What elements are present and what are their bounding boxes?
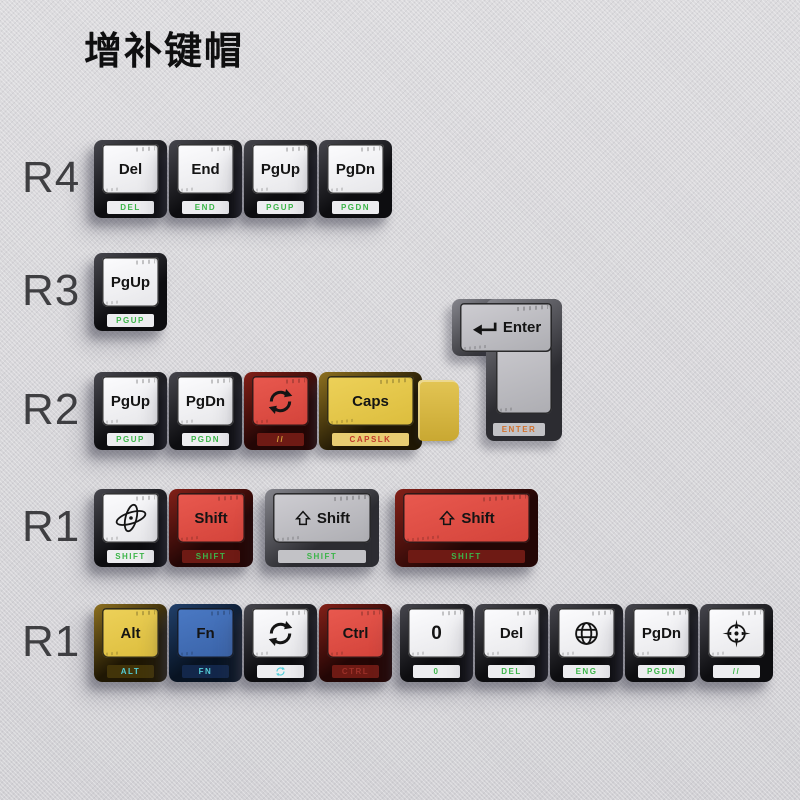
key-front-legend: CAPSLK <box>332 433 409 446</box>
key-front-legend: PGDN <box>332 201 379 214</box>
key-front-legend: CTRL <box>332 665 379 678</box>
key-legend: Shift <box>194 509 228 527</box>
key-front-legend: SHIFT <box>408 550 525 563</box>
key-front-legend: // <box>713 665 760 678</box>
shift-up-icon <box>438 509 456 527</box>
key-front-legend: SHIFT <box>107 550 154 563</box>
key-front-legend: ENTER <box>493 423 545 436</box>
row-label: R2 : <box>22 385 107 434</box>
key-legend: 0 <box>431 622 442 644</box>
key-legend: Shift <box>316 509 351 527</box>
key-front-legend: ALT <box>107 665 154 678</box>
gyro-icon <box>113 502 149 534</box>
key-legend: PgUp <box>260 160 301 178</box>
sync-icon <box>267 620 294 647</box>
row-label: R3 : <box>22 266 107 315</box>
key-legend: Alt <box>120 624 141 642</box>
key-front-legend: SHIFT <box>278 550 366 563</box>
sync-icon <box>267 388 294 415</box>
row-label: R1 : <box>22 502 107 551</box>
key-front-legend: PGUP <box>107 433 154 446</box>
key-front-legend: 0 <box>413 665 460 678</box>
globe-icon <box>573 620 600 647</box>
key-legend: Fn <box>196 624 215 642</box>
key-legend: PgUp <box>110 392 151 410</box>
key-legend: Shift <box>461 509 495 527</box>
key-front-legend: SHIFT <box>182 550 240 563</box>
key-front-legend: PGUP <box>107 314 154 327</box>
key-legend: PgDn <box>185 392 226 410</box>
key-legend: PgDn <box>335 160 376 178</box>
page-title: 增补键帽 <box>84 31 245 73</box>
keycap-gyro: SHIFT <box>94 489 167 567</box>
keycap-globe: ENG <box>550 604 623 682</box>
caps-step <box>418 380 459 441</box>
return-arrow-icon <box>471 320 498 336</box>
row-label: R4 : <box>22 153 107 202</box>
row-label: R1 : <box>22 617 107 666</box>
key-legend: PgDn <box>641 624 682 642</box>
key-front-legend: FN <box>182 665 229 678</box>
sync-front-icon <box>275 666 285 677</box>
key-legend: Del <box>118 160 143 178</box>
keycap-sync-red: // <box>244 372 317 450</box>
crosshair-icon <box>722 619 751 648</box>
key-legend: Ctrl <box>342 624 369 642</box>
shift-up-icon <box>294 509 312 527</box>
keycap-sync-white <box>244 604 317 682</box>
key-front-legend: DEL <box>107 201 154 214</box>
key-front-legend: // <box>257 433 304 446</box>
key-legend: PgUp <box>110 273 151 291</box>
key-front-legend: PGUP <box>257 201 304 214</box>
key-legend: Caps <box>352 392 389 410</box>
key-front-legend: END <box>182 201 229 214</box>
key-legend: Enter <box>502 319 542 336</box>
key-legend: Del <box>499 624 524 642</box>
key-front-legend: PGDN <box>182 433 229 446</box>
key-legend: End <box>191 160 220 178</box>
key-front-legend: ENG <box>563 665 610 678</box>
key-front-legend: DEL <box>488 665 535 678</box>
key-front-legend <box>257 665 304 678</box>
key-front-legend: PGDN <box>638 665 685 678</box>
keycap-crosshair: // <box>700 604 773 682</box>
